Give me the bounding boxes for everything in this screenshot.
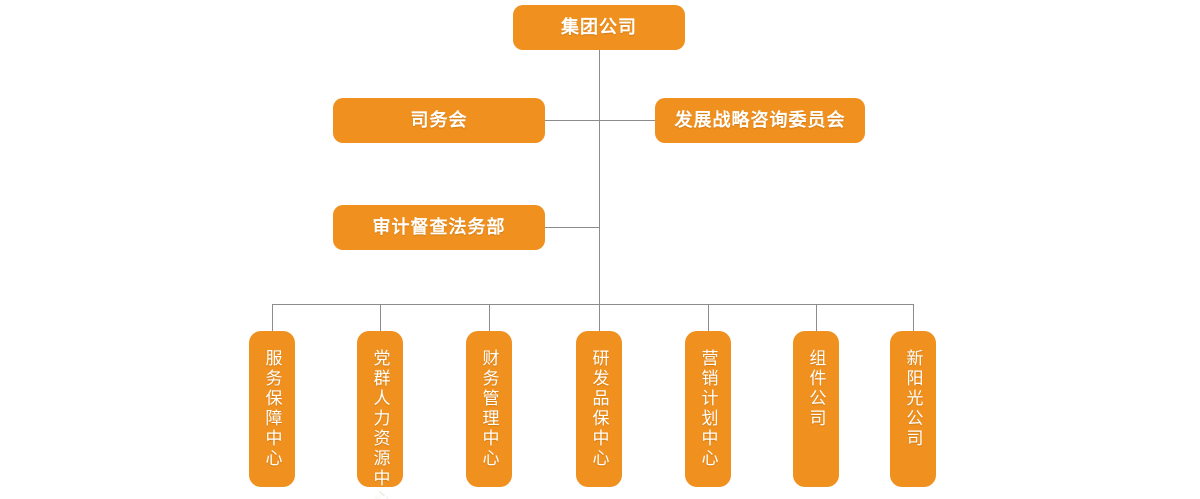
- connector-drop-4: [599, 304, 600, 331]
- node-department-6-label: 组件公司: [806, 349, 826, 429]
- node-department-5-label: 营销计划中心: [698, 349, 718, 469]
- node-department-3[interactable]: 财务管理中心: [466, 331, 512, 487]
- node-audit-legal[interactable]: 审计督查法务部: [324, 198, 545, 250]
- node-root[interactable]: 集团公司: [504, 0, 685, 50]
- connector-level2-left: [545, 120, 600, 121]
- connector-drop-7: [913, 304, 914, 331]
- node-department-2-label: 党群人力资源中心: [370, 349, 390, 499]
- connector-drop-5: [708, 304, 709, 331]
- node-department-1-label: 服务保障中心: [262, 349, 282, 469]
- node-department-5[interactable]: 营销计划中心: [685, 331, 731, 487]
- node-department-2[interactable]: 党群人力资源中心: [357, 331, 403, 499]
- node-department-4-label: 研发品保中心: [589, 349, 609, 469]
- connector-drop-3: [489, 304, 490, 331]
- connector-level3-left: [545, 227, 600, 228]
- node-siwuhui-label: 司务会: [410, 110, 468, 131]
- connector-drop-2: [380, 304, 381, 331]
- node-strategy-committee[interactable]: 发展战略咨询委员会: [646, 91, 865, 143]
- connector-department-bus: [272, 304, 914, 305]
- node-department-7[interactable]: 新阳光公司: [890, 331, 936, 487]
- node-siwuhui[interactable]: 司务会: [324, 91, 545, 143]
- node-department-7-label: 新阳光公司: [903, 349, 923, 449]
- connector-spine: [599, 50, 600, 304]
- node-audit-legal-label: 审计督查法务部: [372, 217, 506, 238]
- connector-drop-1: [272, 304, 273, 331]
- node-department-6[interactable]: 组件公司: [793, 331, 839, 487]
- connector-level2-right: [599, 120, 655, 121]
- node-root-label: 集团公司: [561, 17, 637, 38]
- connector-drop-6: [816, 304, 817, 331]
- node-department-1[interactable]: 服务保障中心: [249, 331, 295, 487]
- node-department-4[interactable]: 研发品保中心: [576, 331, 622, 487]
- node-strategy-committee-label: 发展战略咨询委员会: [674, 110, 846, 131]
- node-department-3-label: 财务管理中心: [479, 349, 499, 469]
